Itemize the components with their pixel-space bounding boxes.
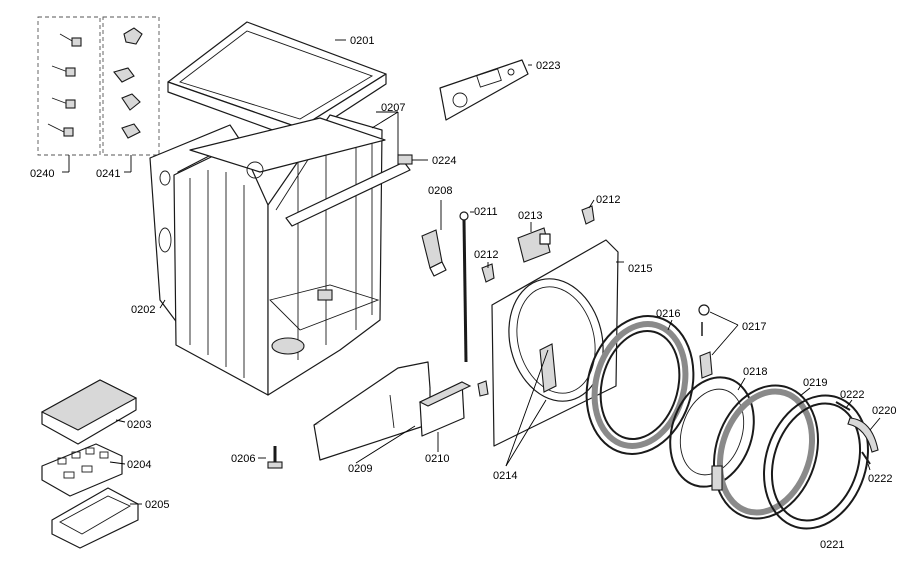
label-0222-a: 0222 (840, 389, 864, 401)
part-0208-bracket (421, 200, 447, 277)
label-0240: 0240 (30, 168, 54, 180)
label-0221: 0221 (820, 539, 844, 551)
part-0223-control-panel (439, 59, 532, 121)
label-0208: 0208 (428, 185, 452, 197)
label-0216: 0216 (656, 308, 680, 320)
label-0222-b: 0222 (868, 473, 892, 485)
part-0216-door-ring (585, 315, 695, 455)
part-0212-clip-b (581, 199, 595, 225)
part-0205-base-tray (51, 487, 142, 549)
label-0215: 0215 (628, 263, 652, 275)
part-0219-inner-frame (711, 384, 819, 520)
label-0241: 0241 (96, 168, 120, 180)
part-0212-clip-c (477, 380, 489, 397)
label-0212-b: 0212 (596, 194, 620, 206)
label-0214: 0214 (493, 470, 517, 482)
label-0223: 0223 (536, 60, 560, 72)
part-0203-module-cover (40, 379, 138, 445)
part-0211-rod (459, 211, 474, 363)
label-0202: 0202 (131, 304, 155, 316)
leader-0214 (505, 349, 549, 467)
label-0201: 0201 (350, 35, 374, 47)
label-0224: 0224 (432, 155, 456, 167)
part-0220-handle (847, 417, 881, 453)
label-0204: 0204 (127, 459, 151, 471)
part-0210-drawer-cover (418, 381, 472, 452)
label-0203: 0203 (127, 419, 151, 431)
kit-0241 (102, 16, 160, 173)
part-0207-rail (285, 111, 428, 227)
part-0217-hinge (698, 304, 739, 379)
label-0217: 0217 (742, 321, 766, 333)
part-0209-detergent-drawer (313, 361, 431, 464)
part-0222-screws (835, 399, 871, 471)
label-0213: 0213 (518, 210, 542, 222)
part-0221-outer-frame (763, 394, 869, 530)
part-0204-circuit-board (41, 443, 126, 497)
part-0212-clip-a (481, 262, 495, 283)
label-0218: 0218 (743, 366, 767, 378)
label-0209: 0209 (348, 463, 372, 475)
label-0206: 0206 (231, 453, 255, 465)
kit-0240 (37, 16, 101, 173)
label-0220: 0220 (872, 405, 896, 417)
part-0202-cabinet (149, 114, 386, 396)
label-0219: 0219 (803, 377, 827, 389)
label-0207: 0207 (381, 102, 405, 114)
label-0205: 0205 (145, 499, 169, 511)
part-0213-door-lock (517, 222, 551, 263)
label-0211: 0211 (474, 206, 498, 218)
label-0212-a: 0212 (474, 249, 498, 261)
label-0210: 0210 (425, 453, 449, 465)
part-0206-foot (258, 446, 283, 469)
part-0218-door-glass (669, 376, 755, 488)
